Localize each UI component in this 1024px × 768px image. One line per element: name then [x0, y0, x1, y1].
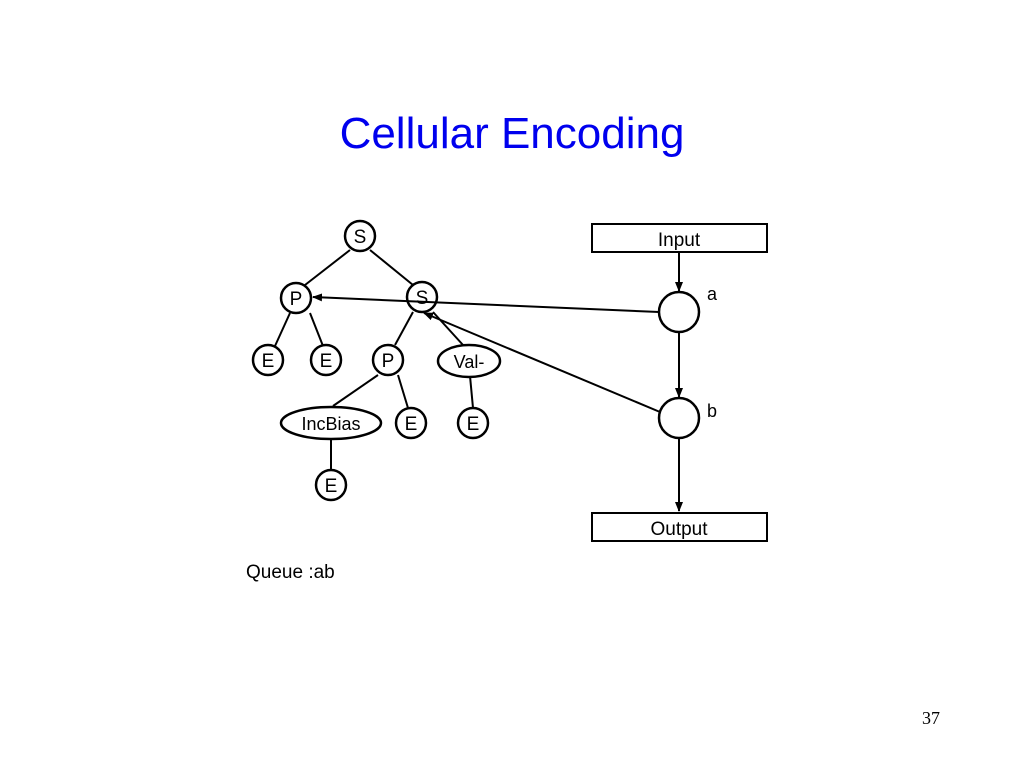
- edge-p-left-e1: [274, 312, 291, 347]
- tree-node-s-right: S: [405, 280, 439, 314]
- tree-node-e1: E: [251, 343, 285, 377]
- queue-label: Queue :ab: [246, 562, 335, 583]
- tree-node-label: E: [320, 351, 333, 372]
- network-input-box: Input: [591, 223, 768, 253]
- tree-node-p-mid: P: [371, 343, 405, 377]
- tree-node-label: S: [416, 288, 429, 309]
- pointer-arrow-b-to-s: [423, 312, 661, 413]
- tree-node-label: P: [290, 289, 303, 310]
- slide-title: Cellular Encoding: [339, 109, 685, 158]
- tree-node-label: E: [325, 476, 338, 497]
- network-output-label: Output: [650, 519, 708, 540]
- page-number: 37: [922, 708, 940, 728]
- tree-node-p-left: P: [279, 281, 313, 315]
- edge-s-right-p-mid: [394, 311, 414, 346]
- edge-p-mid-e3: [397, 374, 409, 409]
- network-input-label: Input: [658, 230, 701, 251]
- network-cell-b: [657, 396, 701, 440]
- tree-node-label: E: [262, 351, 275, 372]
- tree-node-label: E: [405, 414, 418, 435]
- edge-s-right-val-minus: [432, 311, 464, 346]
- network-cell-a: [657, 290, 701, 334]
- tree-node-label: E: [467, 414, 480, 435]
- tree-node-label: S: [354, 227, 367, 248]
- tree-node-e4: E: [456, 406, 490, 440]
- edge-p-mid-incbias: [332, 374, 379, 407]
- edge-val-minus-e4: [469, 375, 474, 409]
- edge-s-root-s-right: [369, 249, 414, 286]
- tree-node-e3: E: [394, 406, 428, 440]
- tree-node-incbias: IncBias: [279, 405, 383, 441]
- tree-node-s-root: S: [343, 219, 377, 253]
- cell-a-label: a: [707, 284, 718, 304]
- pointer-arrow-a-to-p: [312, 293, 660, 313]
- tree-node-label: IncBias: [301, 414, 360, 434]
- tree-node-e2: E: [309, 343, 343, 377]
- tree-edges: [274, 249, 474, 470]
- edge-p-left-e2: [309, 312, 324, 347]
- cell-b-label: b: [707, 401, 717, 421]
- tree-node-label: P: [382, 351, 395, 372]
- network-output-box: Output: [591, 512, 768, 542]
- tree-node-e5: E: [314, 468, 348, 502]
- tree-node-val-minus: Val-: [436, 343, 502, 379]
- edge-s-root-p-left: [304, 249, 351, 286]
- tree-node-label: Val-: [454, 352, 485, 372]
